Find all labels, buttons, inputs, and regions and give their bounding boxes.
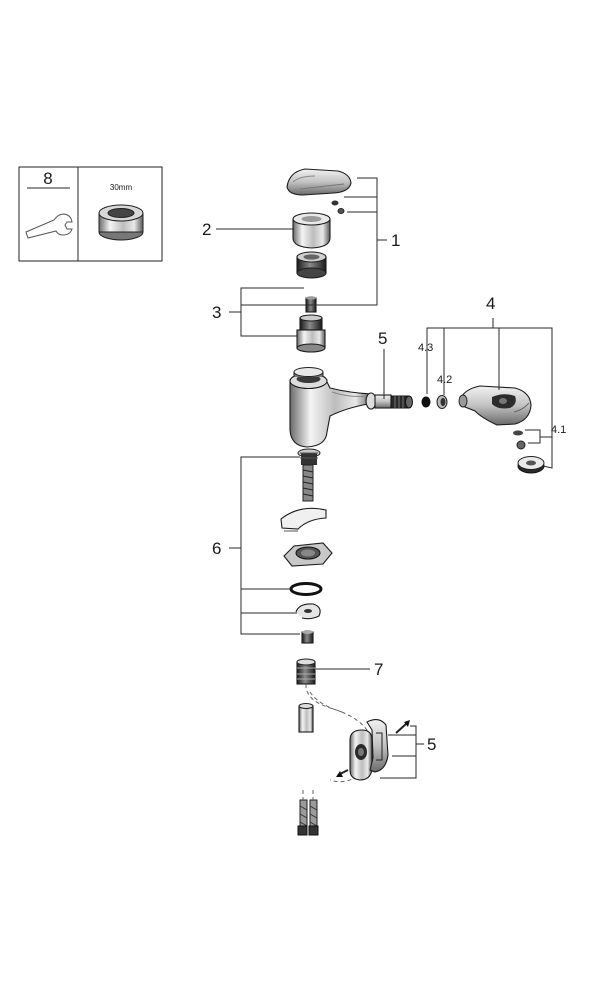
hose-sleeve (298, 703, 314, 733)
svg-text:4: 4 (486, 294, 495, 313)
callout-6: 6 (212, 456, 300, 635)
cartridge-nut (296, 251, 327, 279)
svg-text:3: 3 (212, 303, 221, 322)
svg-text:7: 7 (374, 660, 383, 679)
callout-4-1: 4.1 (525, 424, 566, 444)
spray-seal (436, 395, 448, 409)
hex-nut-30mm (98, 204, 144, 241)
supply-hoses (297, 790, 319, 836)
mounting-nut (301, 630, 314, 644)
crescent-washer (280, 507, 327, 532)
spray-filter (421, 396, 431, 408)
hose-connector (296, 658, 316, 685)
callout-5-clip: 5 (380, 725, 436, 779)
handle-cap (292, 212, 331, 249)
faucet-body (289, 367, 373, 448)
callout-4: 4 4.3 4.2 (418, 294, 553, 469)
handle-screw (331, 200, 345, 214)
svg-text:5: 5 (427, 735, 436, 754)
nut-size-label: 30mm (110, 183, 133, 192)
spray-head (458, 385, 532, 426)
callout-7: 7 (316, 660, 383, 679)
split-washer (295, 603, 321, 620)
svg-text:5: 5 (378, 329, 387, 348)
wrench-icon (25, 213, 73, 239)
callout-3: 3 (212, 287, 304, 337)
callout-1: 1 (241, 177, 400, 306)
mounting-plate (283, 542, 333, 567)
spout-hose-coupling (365, 392, 413, 410)
svg-text:6: 6 (212, 539, 221, 558)
hose-weight-clip (349, 719, 389, 781)
o-ring (289, 582, 323, 596)
clip-screws (336, 720, 410, 777)
tool-box: 8 30mm (18, 166, 163, 262)
threaded-stud (297, 448, 321, 502)
spray-aerator (513, 430, 545, 474)
callout-2: 2 (202, 220, 294, 239)
callout-5-hose: 5 (378, 329, 387, 399)
svg-text:4.2: 4.2 (437, 374, 452, 386)
faucet-handle (286, 168, 352, 196)
cartridge (296, 314, 326, 353)
spindle-adapter (305, 296, 317, 313)
svg-text:4.3: 4.3 (418, 342, 433, 354)
svg-text:2: 2 (202, 220, 211, 239)
svg-text:1: 1 (391, 231, 400, 250)
tool-number-label: 8 (43, 169, 52, 188)
svg-text:4.1: 4.1 (551, 424, 566, 436)
